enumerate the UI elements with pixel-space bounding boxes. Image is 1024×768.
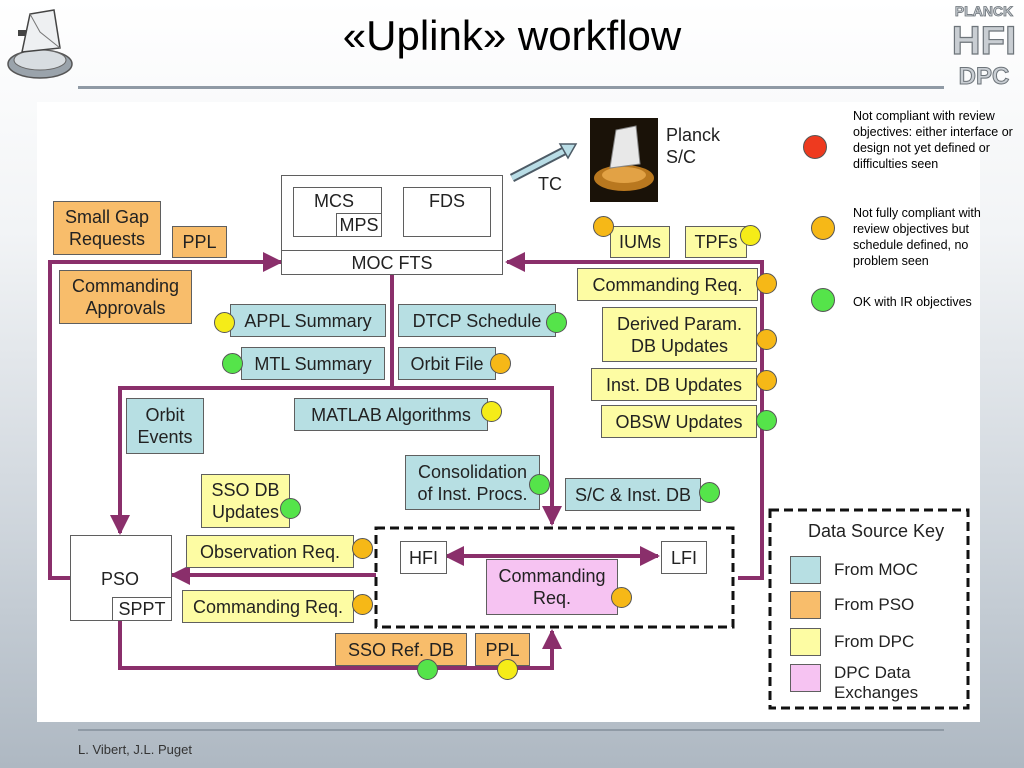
key-label: From PSO [834, 595, 915, 614]
planck-satellite-logo [7, 9, 73, 79]
status-dot [214, 312, 235, 333]
observation-req-box: Observation Req. [186, 535, 354, 568]
tpfs-box: TPFs [685, 226, 747, 258]
planck-spacecraft-image [590, 118, 658, 202]
hfi-dpc-logo: PLANCK HFI DPC [951, 3, 1017, 88]
status-dot [546, 312, 567, 333]
ppl-top-box: PPL [172, 226, 227, 258]
obsw-updates-box: OBSW Updates [601, 405, 757, 438]
status-legend-green-text: OK with IR objectives [853, 295, 972, 309]
status-dot-red [803, 135, 827, 159]
derived-param-db-box: Derived Param. DB Updates [602, 307, 757, 362]
status-dot [352, 594, 373, 615]
tc-label: TC [538, 174, 562, 194]
status-dot [481, 401, 502, 422]
status-dot [222, 353, 243, 374]
sso-ref-db-box: SSO Ref. DB [335, 633, 467, 666]
mps-box: MPS [336, 213, 382, 237]
status-legend-red-text: Not compliant with review objectives: ei… [853, 109, 1013, 171]
ppl-bottom-box: PPL [475, 633, 530, 666]
matlab-algorithms-box: MATLAB Algorithms [294, 398, 488, 431]
appl-summary-box: APPL Summary [230, 304, 386, 337]
commanding-approvals-box: Commanding Approvals [59, 270, 192, 324]
orbit-events-box: Orbit Events [126, 398, 204, 454]
hfi-box: HFI [400, 541, 447, 574]
inst-db-updates-box: Inst. DB Updates [591, 368, 757, 401]
status-dot [417, 659, 438, 680]
status-dot [756, 410, 777, 431]
status-dot [699, 482, 720, 503]
sppt-box: SPPT [112, 597, 172, 621]
status-dot [611, 587, 632, 608]
status-dot [756, 370, 777, 391]
status-dot [740, 225, 761, 246]
small-gap-requests-box: Small Gap Requests [53, 201, 161, 255]
slide-title: «Uplink» workflow [342, 12, 682, 59]
commanding-req-left-box: Commanding Req. [182, 590, 354, 623]
key-label: DPC Data Exchanges [834, 663, 919, 702]
sso-db-updates-box: SSO DB Updates [201, 474, 290, 528]
commanding-req-exchange-box: Commanding Req. [486, 559, 618, 615]
svg-text:DPC: DPC [959, 63, 1010, 88]
key-swatch [790, 664, 821, 692]
svg-text:HFI: HFI [952, 19, 1016, 63]
footer-authors: L. Vibert, J.L. Puget [78, 742, 192, 757]
spacecraft-label: Planck S/C [666, 125, 721, 167]
iums-box: IUMs [610, 226, 670, 258]
footer-divider [78, 729, 944, 731]
key-title: Data Source Key [808, 521, 945, 541]
status-dot [280, 498, 301, 519]
key-swatch [790, 628, 821, 656]
status-dot-orange [811, 216, 835, 240]
moc-fts-box: MOC FTS [281, 250, 503, 275]
title-divider [78, 86, 944, 89]
svg-text:PLANCK: PLANCK [955, 3, 1013, 19]
key-label: From DPC [834, 632, 915, 651]
status-dot [756, 329, 777, 350]
status-dot [497, 659, 518, 680]
key-swatch [790, 591, 821, 619]
status-dot-green [811, 288, 835, 312]
key-label: From MOC [834, 560, 919, 579]
status-dot [490, 353, 511, 374]
lfi-box: LFI [661, 541, 707, 574]
key-swatch [790, 556, 821, 584]
status-dot [593, 216, 614, 237]
mtl-summary-box: MTL Summary [241, 347, 385, 380]
status-dot [352, 538, 373, 559]
status-dot [529, 474, 550, 495]
commanding-req-right-box: Commanding Req. [577, 268, 758, 301]
sc-inst-db-box: S/C & Inst. DB [565, 478, 701, 511]
fds-box: FDS [403, 187, 491, 237]
consolidation-box: Consolidation of Inst. Procs. [405, 455, 540, 510]
orbit-file-box: Orbit File [398, 347, 496, 380]
dtcp-schedule-box: DTCP Schedule [398, 304, 556, 337]
status-legend-orange-text: Not fully compliant with review objectiv… [853, 206, 981, 268]
status-dot [756, 273, 777, 294]
